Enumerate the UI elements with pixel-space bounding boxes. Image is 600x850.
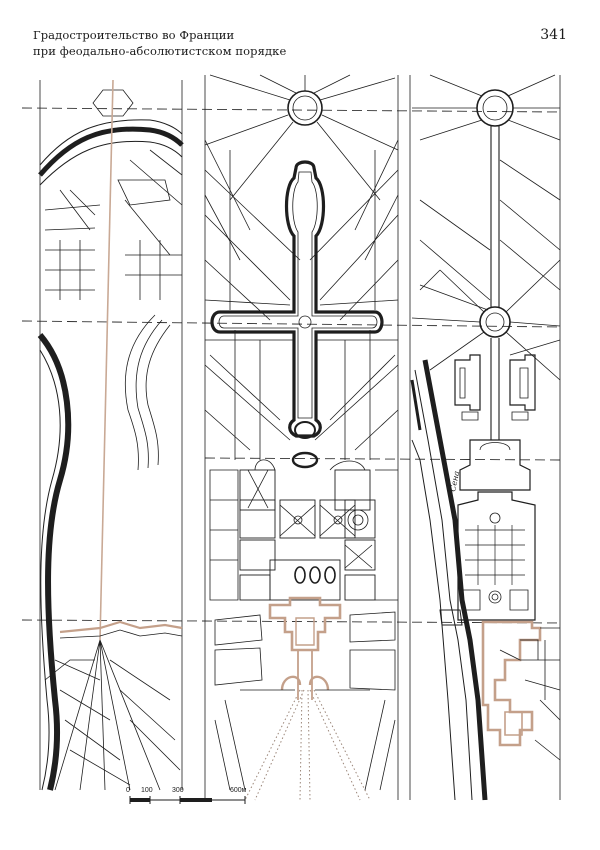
scale-label-300: 300 (172, 787, 184, 794)
page-number: 341 (540, 27, 567, 43)
plan-panel-left (37, 79, 184, 791)
plan-panel-center (204, 74, 399, 801)
river-label: Сена (448, 470, 461, 493)
plan-panel-right (409, 74, 561, 801)
scale-label-100: 100 (141, 787, 153, 794)
scale-label-0: 0 (126, 787, 130, 794)
page-header: Градостроительство во Франции при феодал… (33, 27, 453, 59)
header-title-line-2: при феодально-абсолютистском порядке (33, 44, 287, 58)
scale-bar: 0 100 300 600м (126, 787, 247, 804)
scale-label-600: 600м (230, 787, 247, 794)
header-title-line-1: Градостроительство во Франции (33, 28, 235, 42)
